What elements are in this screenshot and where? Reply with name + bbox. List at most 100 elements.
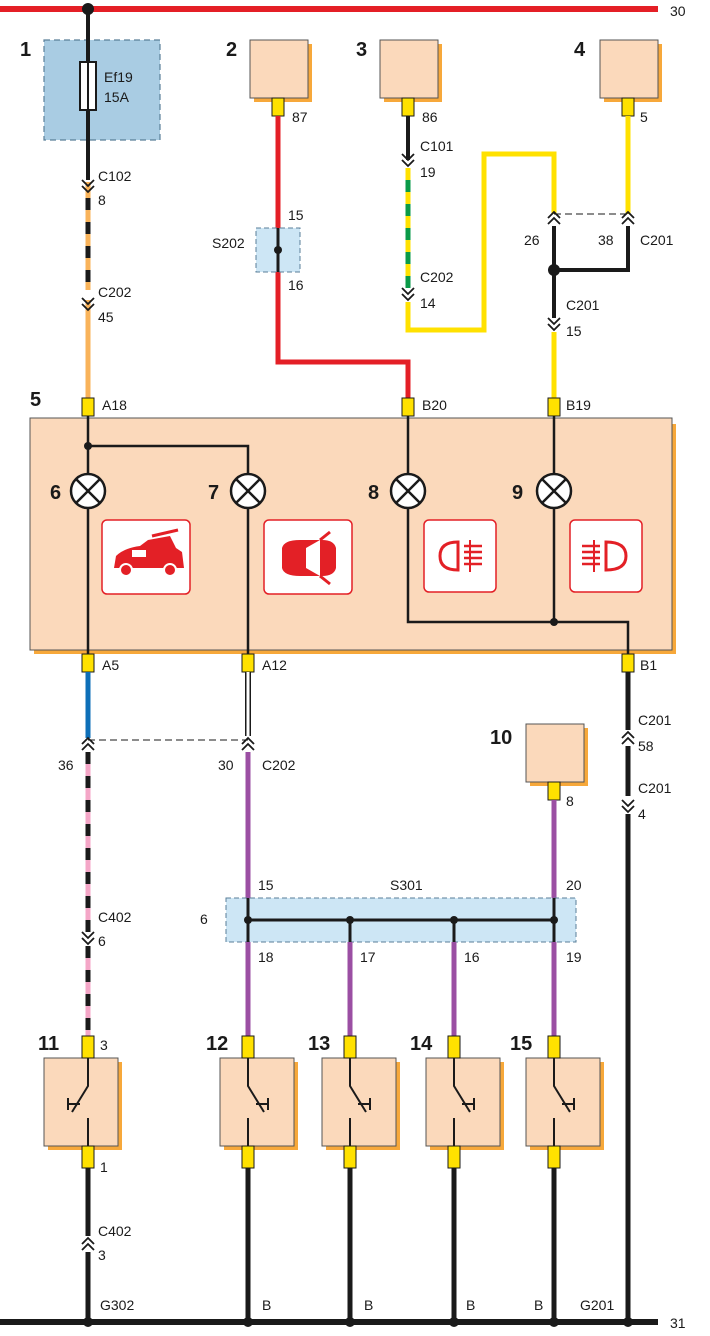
pin-b19: B19 — [566, 397, 591, 413]
c201-pin-38: 38 — [598, 232, 614, 248]
pin-a18: A18 — [102, 397, 127, 413]
splice-s301 — [225, 897, 577, 943]
component-8-label: 8 — [368, 482, 379, 504]
bulb-9 — [535, 472, 573, 510]
component-11-label: 11 — [38, 1033, 59, 1055]
component-15-label: 15 — [510, 1033, 532, 1055]
component-5-label: 5 — [30, 389, 41, 411]
c202-pin-36: 36 — [58, 757, 74, 773]
c202-label-c: C202 — [262, 757, 296, 773]
fuse-box: Ef19 15A — [43, 9, 161, 180]
switch-11 — [43, 1035, 122, 1169]
component-3-label: 3 — [356, 39, 367, 61]
s301-side-6: 6 — [200, 911, 208, 927]
c102-label: C102 — [98, 168, 132, 184]
s301-pin-19: 19 — [566, 949, 582, 965]
ground-g201: G201 — [580, 1297, 614, 1313]
s202-label: S202 — [212, 235, 245, 251]
c101-pin: 19 — [420, 164, 436, 180]
splice-s202 — [255, 227, 301, 273]
switch-12 — [219, 1035, 298, 1169]
component-12-label: 12 — [206, 1033, 228, 1055]
c201-label-top: C201 — [640, 232, 674, 248]
c101-label: C101 — [420, 138, 454, 154]
component-7-label: 7 — [208, 482, 219, 504]
ground-b-3: B — [466, 1297, 475, 1313]
s202-pin-out: 16 — [288, 277, 304, 293]
fuse-rating: 15A — [104, 89, 130, 105]
fuse-name: Ef19 — [104, 69, 133, 85]
s301-pin-16: 16 — [464, 949, 480, 965]
component-6-label: 6 — [50, 482, 61, 504]
pin-b20: B20 — [422, 397, 447, 413]
hood-open-icon — [101, 519, 191, 595]
component-13-label: 13 — [308, 1033, 330, 1055]
c202-label-b: C202 — [420, 269, 454, 285]
ground-rail-31: 31 — [0, 1315, 686, 1331]
s301-label: S301 — [390, 877, 423, 893]
s301-pin-20: 20 — [566, 877, 582, 893]
ground-b-2: B — [364, 1297, 373, 1313]
c402-label-b: C402 — [98, 1223, 132, 1239]
cluster-internal-wiring — [86, 416, 630, 654]
pin-87: 87 — [292, 109, 308, 125]
wire-fuse-to-a18 — [81, 179, 95, 400]
wire-b1-to-ground — [621, 672, 635, 1327]
c402-connector-b — [81, 1236, 95, 1251]
power-rail-30: 30 — [0, 3, 686, 19]
component-10-label: 10 — [490, 727, 512, 749]
bulb-icon — [75, 478, 101, 504]
ground-b-4: B — [534, 1297, 543, 1313]
door-open-icon — [263, 519, 353, 595]
c201-pin-4: 4 — [638, 806, 646, 822]
component-10-box — [525, 723, 588, 786]
switch-13 — [321, 1035, 400, 1169]
switch-14 — [425, 1035, 504, 1169]
wire-87-to-b20 — [275, 116, 411, 400]
c402-label-a: C402 — [98, 909, 132, 925]
ground-g302: G302 — [100, 1297, 134, 1313]
c202-pin-30: 30 — [218, 757, 234, 773]
wire-86-to-b19 — [401, 116, 557, 333]
s301-pin-18: 18 — [258, 949, 274, 965]
switch-icon — [67, 1058, 89, 1146]
top-pins — [81, 397, 561, 417]
component-2-label: 2 — [226, 39, 237, 61]
ground-junctions — [83, 1317, 559, 1327]
bottom-pins — [81, 653, 635, 673]
ground-wires — [85, 1168, 557, 1322]
component-4-label: 4 — [574, 39, 586, 61]
wires-s301-to-switches — [245, 942, 557, 1036]
pin-1-switch11: 1 — [100, 1159, 108, 1175]
s202-pin-in: 15 — [288, 207, 304, 223]
wire-a12-to-s301 — [241, 672, 255, 898]
pin-3-switch11: 3 — [100, 1037, 108, 1053]
relay-4-box — [599, 39, 662, 102]
bulb-8 — [389, 472, 427, 510]
pin-8-comp10: 8 — [566, 793, 574, 809]
c402-pin-6: 6 — [98, 933, 106, 949]
switch-15 — [525, 1035, 604, 1169]
c202-pin-a: 45 — [98, 309, 114, 325]
c202-pin-b: 14 — [420, 295, 436, 311]
pin-a5: A5 — [102, 657, 119, 673]
pin-a12: A12 — [262, 657, 287, 673]
relay-3-box — [379, 39, 442, 102]
c201-pin-15: 15 — [566, 323, 582, 339]
rail-30-label: 30 — [670, 3, 686, 19]
c102-pin: 8 — [98, 192, 106, 208]
c201-label-b2: C201 — [638, 780, 672, 796]
rail-31-label: 31 — [670, 1315, 686, 1331]
bulb-7 — [229, 472, 267, 510]
rear-fog-lamp-icon — [423, 519, 497, 593]
c201-label-b1: C201 — [638, 712, 672, 728]
s301-pin-15: 15 — [258, 877, 274, 893]
c202-label-a: C202 — [98, 284, 132, 300]
pin-5: 5 — [640, 109, 648, 125]
pin-b1: B1 — [640, 657, 657, 673]
ground-b-1: B — [262, 1297, 271, 1313]
pin-86: 86 — [422, 109, 438, 125]
c402-pin-3: 3 — [98, 1247, 106, 1263]
s301-pin-17: 17 — [360, 949, 376, 965]
